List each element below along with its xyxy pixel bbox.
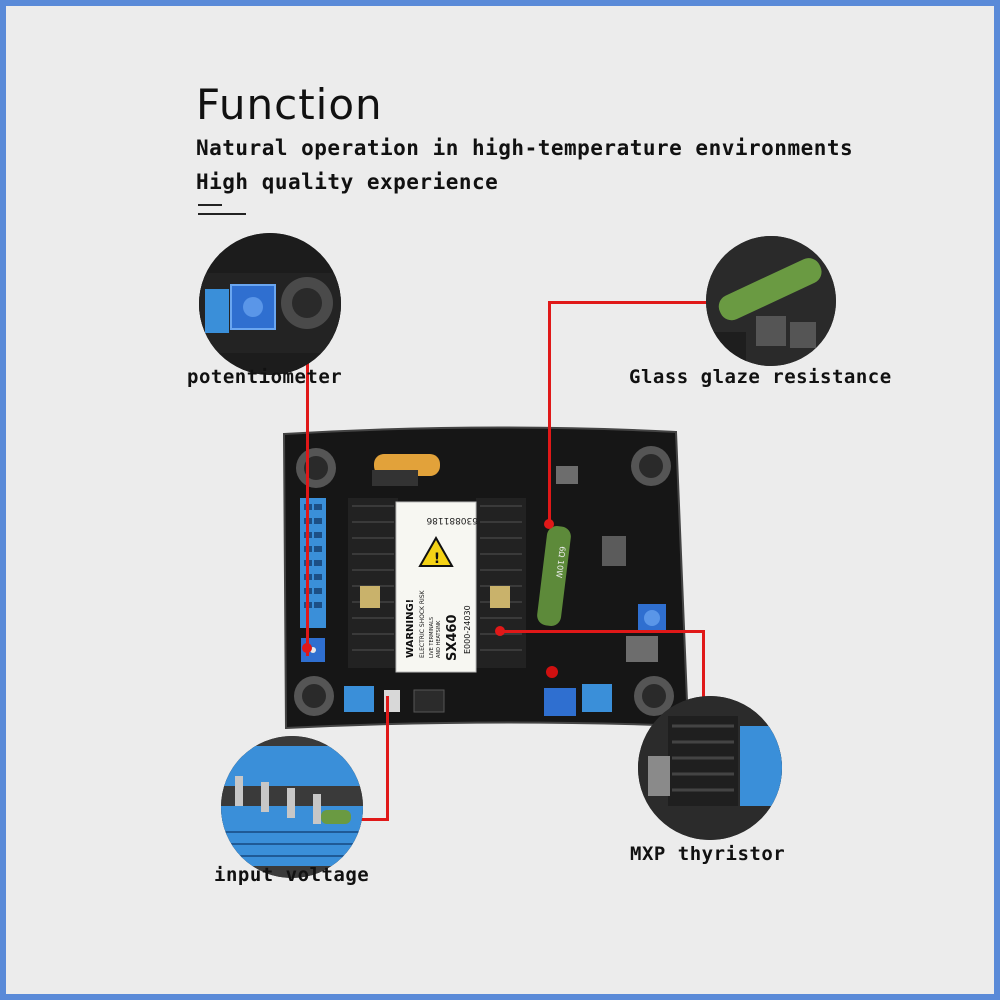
board-warning-sub1: LIVE TERMINALS: [429, 617, 435, 658]
pointer-dots: [302, 519, 554, 653]
avr-board-image: ! 630881186 WARNING! ELECTRIC SHOCK RISK…: [282, 426, 690, 730]
board-model: SX460: [445, 614, 460, 661]
board-warning-title: WARNING!: [405, 599, 416, 658]
decor-dash-long: [198, 213, 246, 215]
feature-line-1: Natural operation in high-temperature en…: [196, 136, 854, 160]
pointer-potentiometer-line: [306, 356, 309, 656]
label-mxp-thyristor: MXP thyristor: [630, 843, 786, 865]
pointer-thyristor-v: [702, 630, 705, 740]
label-potentiometer: potentiometer: [187, 366, 343, 388]
svg-text:!: !: [434, 551, 440, 567]
pointer-resistance-h: [548, 301, 718, 304]
zoom-resistance: [706, 236, 836, 366]
board-part-number: 630881186: [426, 515, 478, 525]
zoom-thyristor: [638, 696, 782, 840]
board-warning-text: ELECTRIC SHOCK RISK: [419, 589, 426, 658]
label-glass-glaze-resistance: Glass glaze resistance: [629, 366, 892, 388]
pointer-input-voltage-h: [336, 818, 388, 821]
decor-dash-short: [198, 204, 222, 206]
board-code: E000-24030: [463, 605, 472, 654]
pointer-resistance-v: [548, 301, 551, 526]
pointer-thyristor-h: [501, 630, 705, 633]
pointer-input-voltage-v: [386, 696, 389, 821]
board-warning-sub2: AND HEATSINK: [436, 620, 442, 658]
label-input-voltage: input voltage: [214, 864, 370, 886]
zoom-potentiometer: [199, 233, 341, 375]
board-resistor-text: 6Ω 10W: [554, 546, 567, 579]
zoom-input-voltage: [221, 736, 363, 878]
section-heading: Function: [196, 80, 383, 129]
product-panel: Function Natural operation in high-tempe…: [6, 6, 994, 994]
feature-line-2: High quality experience: [196, 170, 499, 194]
